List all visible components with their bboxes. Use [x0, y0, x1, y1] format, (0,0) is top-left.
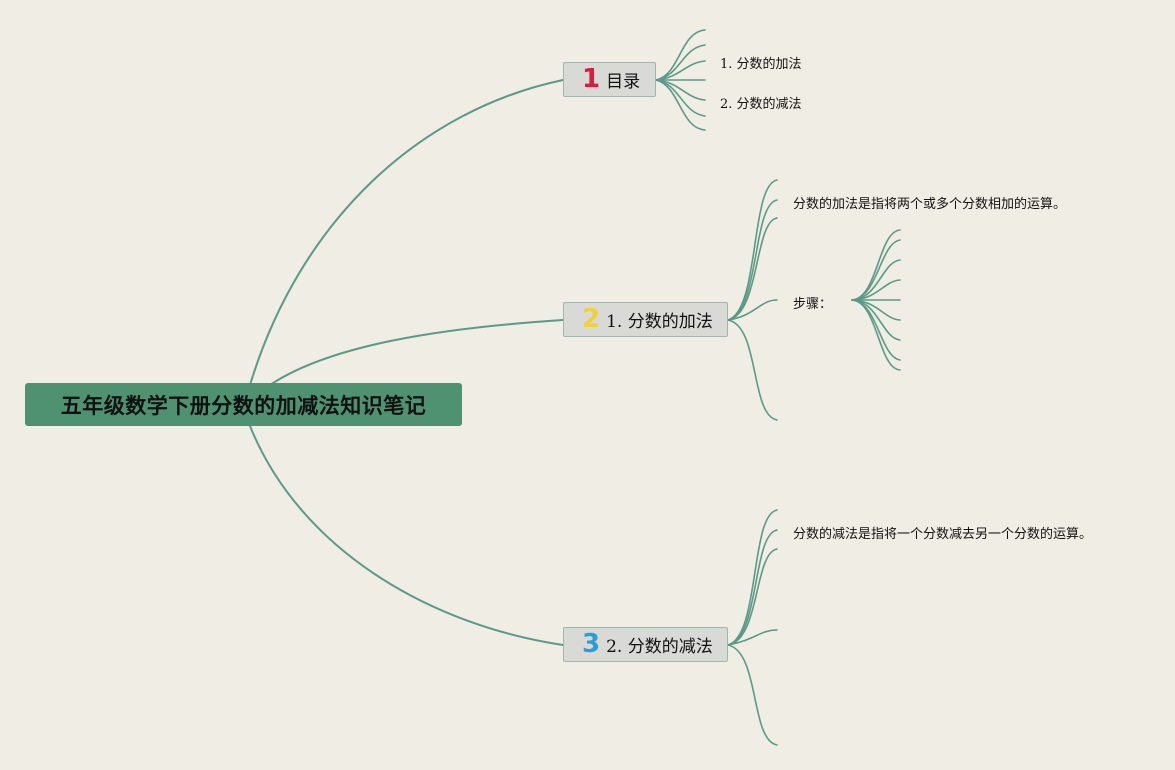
leaf-addition-definition[interactable]: 分数的加法是指将两个或多个分数相加的运算。 [793, 197, 1067, 212]
leaf-subtraction-definition[interactable]: 分数的减法是指将一个分数减去另一个分数的运算。 [793, 527, 1093, 542]
topic-node-toc[interactable]: 1 目录 [563, 62, 656, 97]
edge-steps-branch-7 [851, 299, 901, 341]
root-node[interactable]: 五年级数学下册分数的加减法知识笔记 [25, 383, 462, 426]
topic-label: 2. 分数的减法 [606, 637, 713, 657]
edge-t3-branch-3 [727, 548, 778, 646]
root-title: 五年级数学下册分数的加减法知识笔记 [60, 393, 427, 418]
edge-t1-branch-3 [655, 60, 706, 81]
edge-t3-branch-2 [727, 529, 778, 646]
edge-t1-branch-2 [655, 44, 706, 81]
edge-t2-branch-3 [727, 217, 778, 321]
number-badge-3: 3 [582, 628, 601, 659]
edge-t2-branch-4 [727, 299, 778, 321]
edge-t3-branch-5 [727, 644, 778, 746]
edge-root-topic3 [249, 425, 564, 646]
edge-steps-branch-2 [851, 239, 901, 301]
edge-root-topic2 [269, 319, 564, 386]
edge-t2-branch-1 [727, 179, 778, 321]
edge-t1-branch-7 [655, 79, 706, 131]
edge-steps-branch-3 [851, 259, 901, 301]
number-badge-2: 2 [582, 303, 601, 334]
edge-t1-branch-1 [655, 29, 706, 81]
connector-lines [249, 29, 901, 746]
topic-node-addition[interactable]: 2 1. 分数的加法 [563, 302, 728, 337]
topic-node-subtraction[interactable]: 3 2. 分数的减法 [563, 627, 728, 662]
leaf-addition-steps[interactable]: 步骤： [793, 297, 833, 312]
edge-t3-branch-4 [727, 629, 778, 646]
edge-t3-branch-1 [727, 509, 778, 646]
edge-steps-branch-1 [851, 229, 901, 301]
leaf-toc-subtraction[interactable]: 2. 分数的减法 [720, 97, 802, 112]
topic-label: 1. 分数的加法 [606, 312, 713, 332]
number-badge-1: 1 [582, 63, 601, 94]
edge-t2-branch-2 [727, 199, 778, 321]
leaf-toc-addition[interactable]: 1. 分数的加法 [720, 57, 802, 72]
edge-root-topic1 [249, 79, 564, 386]
edge-steps-branch-9 [851, 299, 901, 371]
edge-t2-branch-5 [727, 319, 778, 421]
topic-label: 目录 [606, 72, 641, 92]
